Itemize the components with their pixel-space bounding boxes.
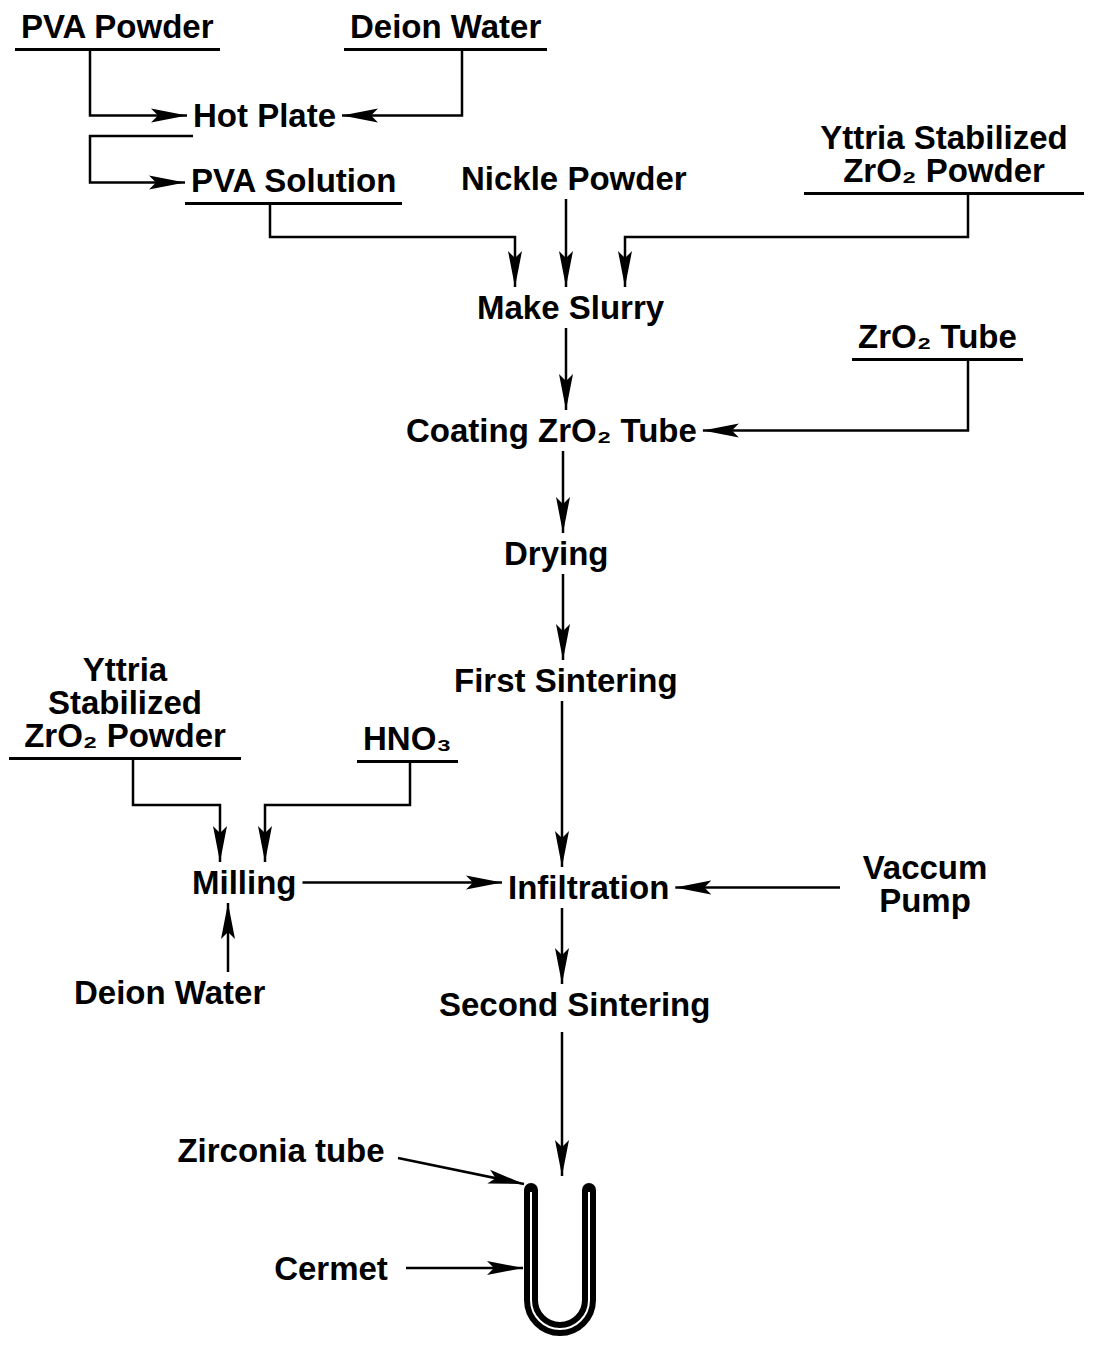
process-step: Yttria Stabilized ZrO₂ Powder [804, 117, 1084, 195]
cermet-layer [531, 1192, 589, 1329]
step-text: Coating ZrO₂ Tube [406, 414, 697, 447]
step-text: HNO₃ [363, 722, 452, 755]
flow-arrow [227, 903, 230, 972]
flow-arrow [342, 51, 462, 116]
flow-arrow [625, 195, 968, 287]
step-text: Hot Plate [193, 99, 336, 132]
step-text: Make Slurry [477, 291, 664, 324]
flow-arrow [562, 451, 565, 533]
process-step: Drying [498, 533, 615, 574]
process-step: Deion Water [344, 6, 547, 51]
step-text: ZrO₂ Tube [858, 320, 1017, 353]
flow-arrow [90, 136, 193, 183]
process-step: PVA Solution [185, 160, 402, 205]
process-step: ZrO₂ Tube [852, 316, 1023, 361]
flow-arrow [562, 574, 565, 660]
part-label: Cermet [271, 1251, 391, 1286]
flow-arrow [561, 701, 564, 867]
step-text: Deion Water [350, 10, 541, 43]
process-step: Coating ZrO₂ Tube [400, 410, 703, 451]
flow-arrow [561, 908, 564, 984]
step-text: Drying [504, 537, 609, 570]
part-label: Zirconia tube [174, 1133, 387, 1168]
process-step: HNO₃ [357, 718, 458, 763]
step-text: Milling [192, 866, 296, 899]
flow-arrow [90, 51, 187, 116]
flow-arrow [675, 886, 840, 889]
flow-arrow [565, 199, 568, 287]
flow-arrow [133, 760, 220, 862]
process-step: Second Sintering [433, 984, 716, 1025]
step-text: Vaccum Pump [846, 851, 1004, 917]
flow-arrow [565, 328, 568, 410]
step-text: PVA Solution [191, 164, 396, 197]
flow-arrow [265, 763, 410, 862]
step-text: Yttria Stabilized ZrO₂ Powder [15, 653, 235, 752]
process-step: Hot Plate [187, 95, 342, 136]
process-step: Deion Water [68, 972, 271, 1013]
process-step: PVA Powder [15, 6, 220, 51]
leader-line [406, 1267, 523, 1270]
process-step: Make Slurry [471, 287, 670, 328]
flow-arrow [270, 205, 515, 287]
zirconia-tube [531, 1190, 589, 1329]
step-text: Nickle Powder [461, 162, 687, 195]
process-step: Milling [186, 862, 302, 903]
step-text: PVA Powder [21, 10, 214, 43]
step-text: Yttria Stabilized ZrO₂ Powder [810, 121, 1078, 187]
process-arrow [561, 1032, 564, 1176]
step-text: First Sintering [454, 664, 678, 697]
process-step: First Sintering [448, 660, 684, 701]
leader-line [398, 1158, 524, 1184]
process-step: Nickle Powder [455, 158, 693, 199]
flow-arrow [703, 361, 968, 431]
flow-arrow [302, 881, 502, 884]
step-text: Deion Water [74, 976, 265, 1009]
process-step: Yttria Stabilized ZrO₂ Powder [9, 649, 241, 760]
step-text: Infiltration [508, 871, 669, 904]
process-step: Vaccum Pump [840, 847, 1010, 921]
process-step: Infiltration [502, 867, 675, 908]
step-text: Second Sintering [439, 988, 710, 1021]
